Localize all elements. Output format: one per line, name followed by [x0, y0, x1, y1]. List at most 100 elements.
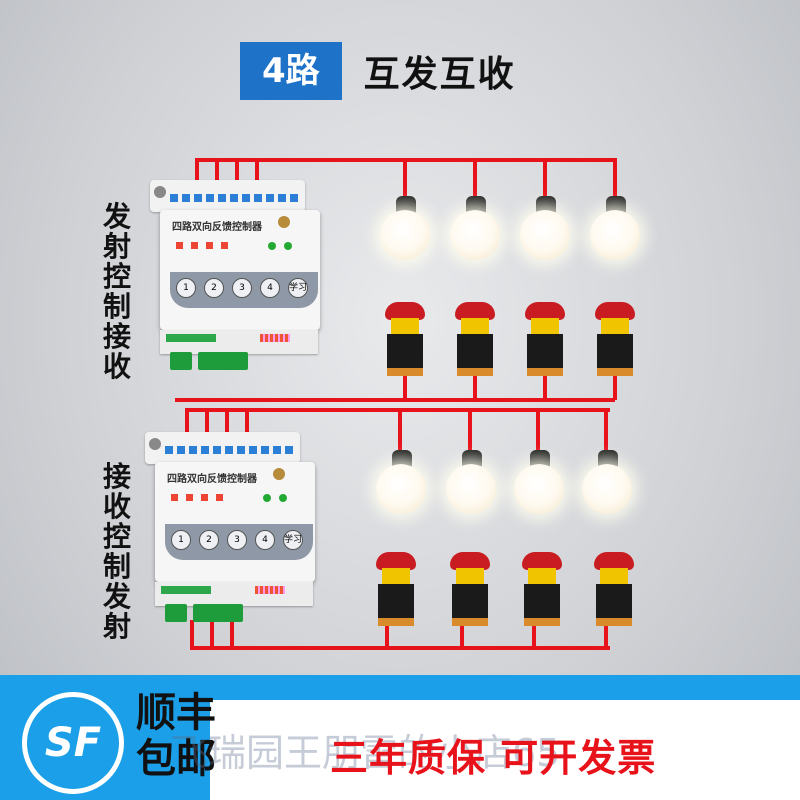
title-text: 互发互收 [363, 54, 516, 95]
controller-name: 四路双向反馈控制器 [172, 222, 262, 233]
green-terminal [193, 604, 243, 622]
led-icon [186, 494, 193, 501]
status-leds [263, 494, 287, 502]
channel-button-1[interactable]: 1 [176, 278, 196, 298]
led-icon [191, 242, 198, 249]
controller-bottom-rail [160, 330, 318, 354]
status-leds [268, 242, 292, 250]
wire-drop [532, 618, 536, 648]
controller-body: 四路双向反馈控制器 1 2 3 4 学习 [155, 462, 315, 582]
screw-icon [149, 438, 161, 450]
led-icon [171, 494, 178, 501]
light-bulb-icon [514, 196, 574, 266]
led-icon [221, 242, 228, 249]
label-receive-control-transmit: 接收控制发射 [102, 460, 131, 643]
learn-led-icon [284, 242, 292, 250]
wire-drop [385, 618, 389, 648]
antenna-icon [278, 216, 290, 228]
output-leds [171, 494, 223, 501]
controller-bottom: 四路双向反馈控制器 1 2 3 4 学习 [145, 432, 315, 622]
wire-drop [543, 158, 547, 198]
emergency-button-icon [383, 302, 427, 376]
light-bulb-icon [444, 196, 504, 266]
emergency-button-icon [448, 552, 492, 626]
controller-bottom-rail [155, 582, 313, 606]
wire-drop [230, 620, 234, 648]
wire-drop [255, 158, 259, 188]
wire-drop [398, 408, 402, 453]
promo-panel [210, 700, 800, 800]
wire-drop [205, 408, 209, 438]
top-button-wire [175, 398, 615, 402]
wire-drop [536, 408, 540, 453]
emergency-button-icon [374, 552, 418, 626]
controller-buttons: 1 2 3 4 学习 [171, 530, 303, 550]
wire-drop [604, 408, 608, 453]
terminal-block [165, 446, 295, 454]
channel-button-1[interactable]: 1 [171, 530, 191, 550]
watermark: 飞瑞园王朋雷的小店65 [170, 731, 561, 775]
wire-drop [185, 408, 189, 438]
channel-button-3[interactable]: 3 [227, 530, 247, 550]
antenna-icon [273, 468, 285, 480]
wire-drop [403, 362, 407, 400]
light-bulb-icon [374, 196, 434, 266]
wire-drop [473, 158, 477, 198]
controller-top-rail [150, 180, 305, 212]
channel-button-2[interactable]: 2 [199, 530, 219, 550]
emergency-button-icon [453, 302, 497, 376]
led-icon [201, 494, 208, 501]
wire-drop [613, 362, 617, 400]
wire-drop [473, 362, 477, 400]
sf-logo-text: SF [44, 720, 102, 766]
warranty-slogan: 三年质保 可开发票 [330, 736, 657, 780]
wire-drop [460, 618, 464, 648]
controller-top-rail [145, 432, 300, 464]
output-leds [176, 242, 228, 249]
channel-button-4[interactable]: 4 [260, 278, 280, 298]
dip-switch [255, 586, 285, 594]
screw-icon [154, 186, 166, 198]
emergency-button-icon [593, 302, 637, 376]
wire-drop [225, 408, 229, 438]
controller-top: 四路双向反馈控制器 1 2 3 4 学习 [150, 180, 320, 370]
emergency-button-icon [523, 302, 567, 376]
terminal-block [170, 194, 300, 202]
light-bulb-icon [584, 196, 644, 266]
title-badge: 4路 [240, 42, 342, 100]
channel-button-3[interactable]: 3 [232, 278, 252, 298]
emergency-button-icon [520, 552, 564, 626]
label-transmit-control-receive: 发射控制接收 [102, 200, 131, 383]
wire-drop [604, 618, 608, 648]
wire-drop [245, 408, 249, 438]
power-led-icon [268, 242, 276, 250]
learn-button[interactable]: 学习 [283, 530, 303, 550]
controller-buttons: 1 2 3 4 学习 [176, 278, 308, 298]
wire-drop [195, 158, 199, 188]
green-terminal [165, 604, 187, 622]
courier-label: 顺丰包邮 [136, 690, 216, 782]
learn-led-icon [279, 494, 287, 502]
wire-drop [210, 620, 214, 648]
led-icon [216, 494, 223, 501]
emergency-button-icon [592, 552, 636, 626]
led-icon [206, 242, 213, 249]
green-terminal [170, 352, 192, 370]
wire-drop [613, 158, 617, 198]
page-title: 4路 互发互收 [240, 42, 516, 100]
wire-drop [235, 158, 239, 188]
wire-drop [468, 408, 472, 453]
light-bulb-icon [370, 450, 430, 520]
wire-drop [215, 158, 219, 188]
bottom-button-wire [190, 646, 610, 650]
channel-button-4[interactable]: 4 [255, 530, 275, 550]
channel-button-2[interactable]: 2 [204, 278, 224, 298]
power-led-icon [263, 494, 271, 502]
sf-logo-icon [22, 692, 124, 794]
learn-button[interactable]: 学习 [288, 278, 308, 298]
dip-switch [260, 334, 290, 342]
green-strip [161, 586, 211, 594]
wire-drop [543, 362, 547, 400]
light-bulb-icon [576, 450, 636, 520]
led-icon [176, 242, 183, 249]
